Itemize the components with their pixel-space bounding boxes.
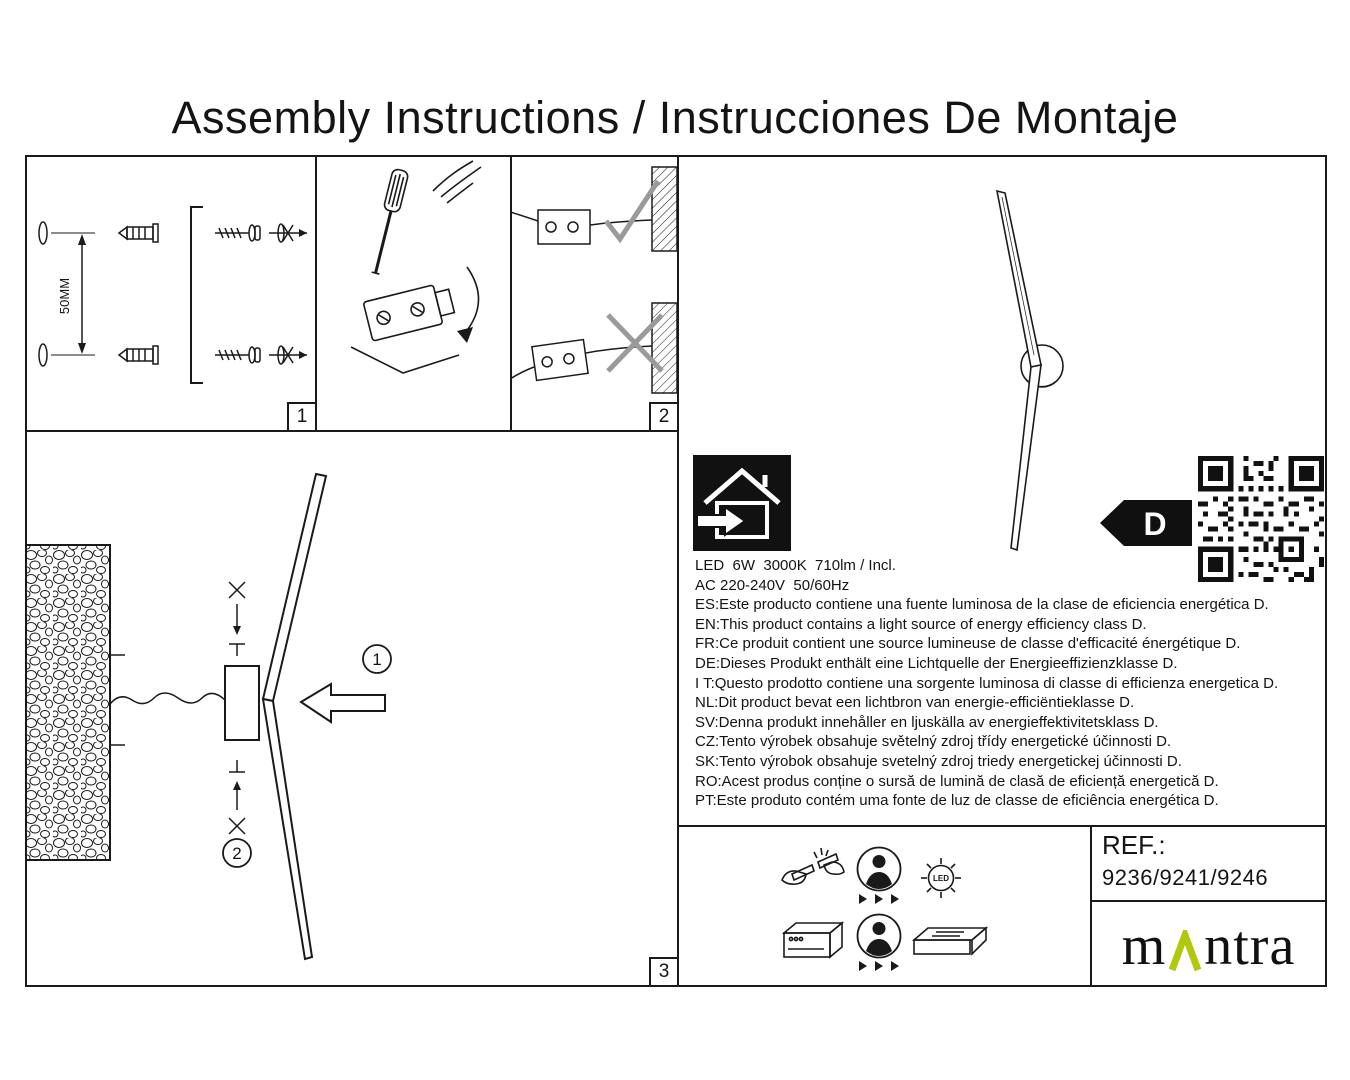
rotate-arrow xyxy=(457,266,480,343)
step1-hardware-illustration: 50MM xyxy=(38,206,307,384)
dimension-label: 50MM xyxy=(57,278,72,314)
reference-value: 9236/9241/9246 xyxy=(1102,865,1269,890)
energy-class-letter: D xyxy=(1143,506,1166,542)
divider xyxy=(679,825,1325,827)
brand-caret-icon xyxy=(1168,930,1202,972)
step-2-number: 2 xyxy=(649,402,677,430)
language-line-sk: SK:Tento výrobok obsahuje svetelný zdroj… xyxy=(695,752,1182,770)
brand-logo: m ntra xyxy=(1092,902,1325,982)
led-source-icon: LED xyxy=(921,858,961,898)
language-line-en: EN:This product contains a light source … xyxy=(695,615,1147,633)
cross-icon xyxy=(606,313,664,373)
screw-direction xyxy=(269,345,307,365)
replacement-driver-icon xyxy=(912,926,988,956)
lamp-product-illustration xyxy=(995,189,1064,552)
push-arrow xyxy=(299,682,386,724)
blade-lower xyxy=(1010,363,1042,552)
wall-plug xyxy=(117,223,159,243)
lamp-blade-lower xyxy=(261,697,314,961)
step-2-label: 2 xyxy=(658,406,670,427)
divider xyxy=(315,157,317,430)
step-1-label: 1 xyxy=(296,406,308,427)
step3-mounting-illustration: 1 2 xyxy=(25,472,392,961)
screwdriver-icon xyxy=(371,168,409,275)
screw xyxy=(215,346,261,364)
qr-code xyxy=(1198,456,1324,582)
divider xyxy=(1092,900,1325,902)
step2-routing-illustration xyxy=(510,166,677,394)
svg-text:1: 1 xyxy=(372,650,381,669)
divider xyxy=(27,430,677,432)
step-3-number: 3 xyxy=(649,957,677,985)
language-line-es: ES:Este producto contiene una fuente lum… xyxy=(695,596,1269,614)
energy-class-tag: D xyxy=(1100,500,1192,546)
triple-arrow-icon xyxy=(859,894,899,904)
main-frame xyxy=(25,155,1327,987)
drill-holes xyxy=(38,221,48,367)
language-line-fr: FR:Ce produit contient une source lumine… xyxy=(695,635,1241,653)
screw-symbol-bottom xyxy=(228,760,246,835)
brand-suffix: ntra xyxy=(1204,915,1296,977)
language-line-de: DE:Dieses Produkt enthält eine Lichtquel… xyxy=(695,654,1178,672)
divider xyxy=(677,157,679,985)
led-driver-box-icon xyxy=(781,921,845,959)
page-title: Assembly Instructions / Instrucciones De… xyxy=(171,92,1179,143)
reference-label: REF.: xyxy=(1102,830,1166,860)
qualified-installer-icon-2 xyxy=(856,913,902,959)
do-not-force-hands-icon xyxy=(781,847,845,885)
divider xyxy=(1090,827,1092,985)
mounting-plate xyxy=(350,346,460,374)
mount-box xyxy=(224,665,260,741)
dimension-arrow xyxy=(51,232,95,356)
qualified-installer-icon xyxy=(856,846,902,892)
supply-cable xyxy=(109,692,226,705)
language-line-it: I T:Questo prodotto contiene una sorgent… xyxy=(695,674,1279,692)
energy-house-icon xyxy=(693,455,791,551)
check-icon xyxy=(604,179,661,244)
junction-box-wrong xyxy=(531,338,589,382)
language-line-pt: PT:Este produto contém uma fonte de luz … xyxy=(695,792,1219,810)
divider xyxy=(510,157,512,430)
screw xyxy=(215,224,261,242)
wall-plug xyxy=(117,345,159,365)
cables xyxy=(432,160,482,204)
terminal-box xyxy=(363,284,456,342)
led-badge-label: LED xyxy=(933,874,949,883)
step-1-number: 1 xyxy=(287,402,315,430)
arrow-into-house xyxy=(696,505,747,537)
mounting-bracket xyxy=(190,206,203,384)
step-marker-1: 1 xyxy=(362,644,392,674)
junction-box-ok xyxy=(510,209,653,245)
language-line-ro: RO:Acest produs conține o sursă de lumin… xyxy=(695,772,1219,790)
spec-text-block: LED 6W 3000K 710lm / Incl. AC 220-240V 5… xyxy=(695,556,1323,811)
language-line-cz: CZ:Tento výrobek obsahuje světelný zdroj… xyxy=(695,733,1172,751)
step-wiring-illustration xyxy=(350,160,482,374)
screw-direction xyxy=(269,223,307,243)
language-line-sv: SV:Denna produkt innehåller en ljuskälla… xyxy=(695,713,1159,731)
spec-power-line: AC 220-240V 50/60Hz xyxy=(695,576,850,594)
language-line-nl: NL:Dit product bevat een lichtbron van e… xyxy=(695,694,1135,712)
svg-text:2: 2 xyxy=(232,844,241,863)
screw-symbol-top xyxy=(228,581,246,656)
brand-prefix: m xyxy=(1121,915,1167,977)
reference-box: REF.: 9236/9241/9246 xyxy=(1102,830,1268,891)
triple-arrow-icon-2 xyxy=(859,961,899,971)
spec-led-line: LED 6W 3000K 710lm / Incl. xyxy=(695,557,896,574)
step-3-label: 3 xyxy=(658,961,670,982)
step-marker-2: 2 xyxy=(222,838,252,868)
